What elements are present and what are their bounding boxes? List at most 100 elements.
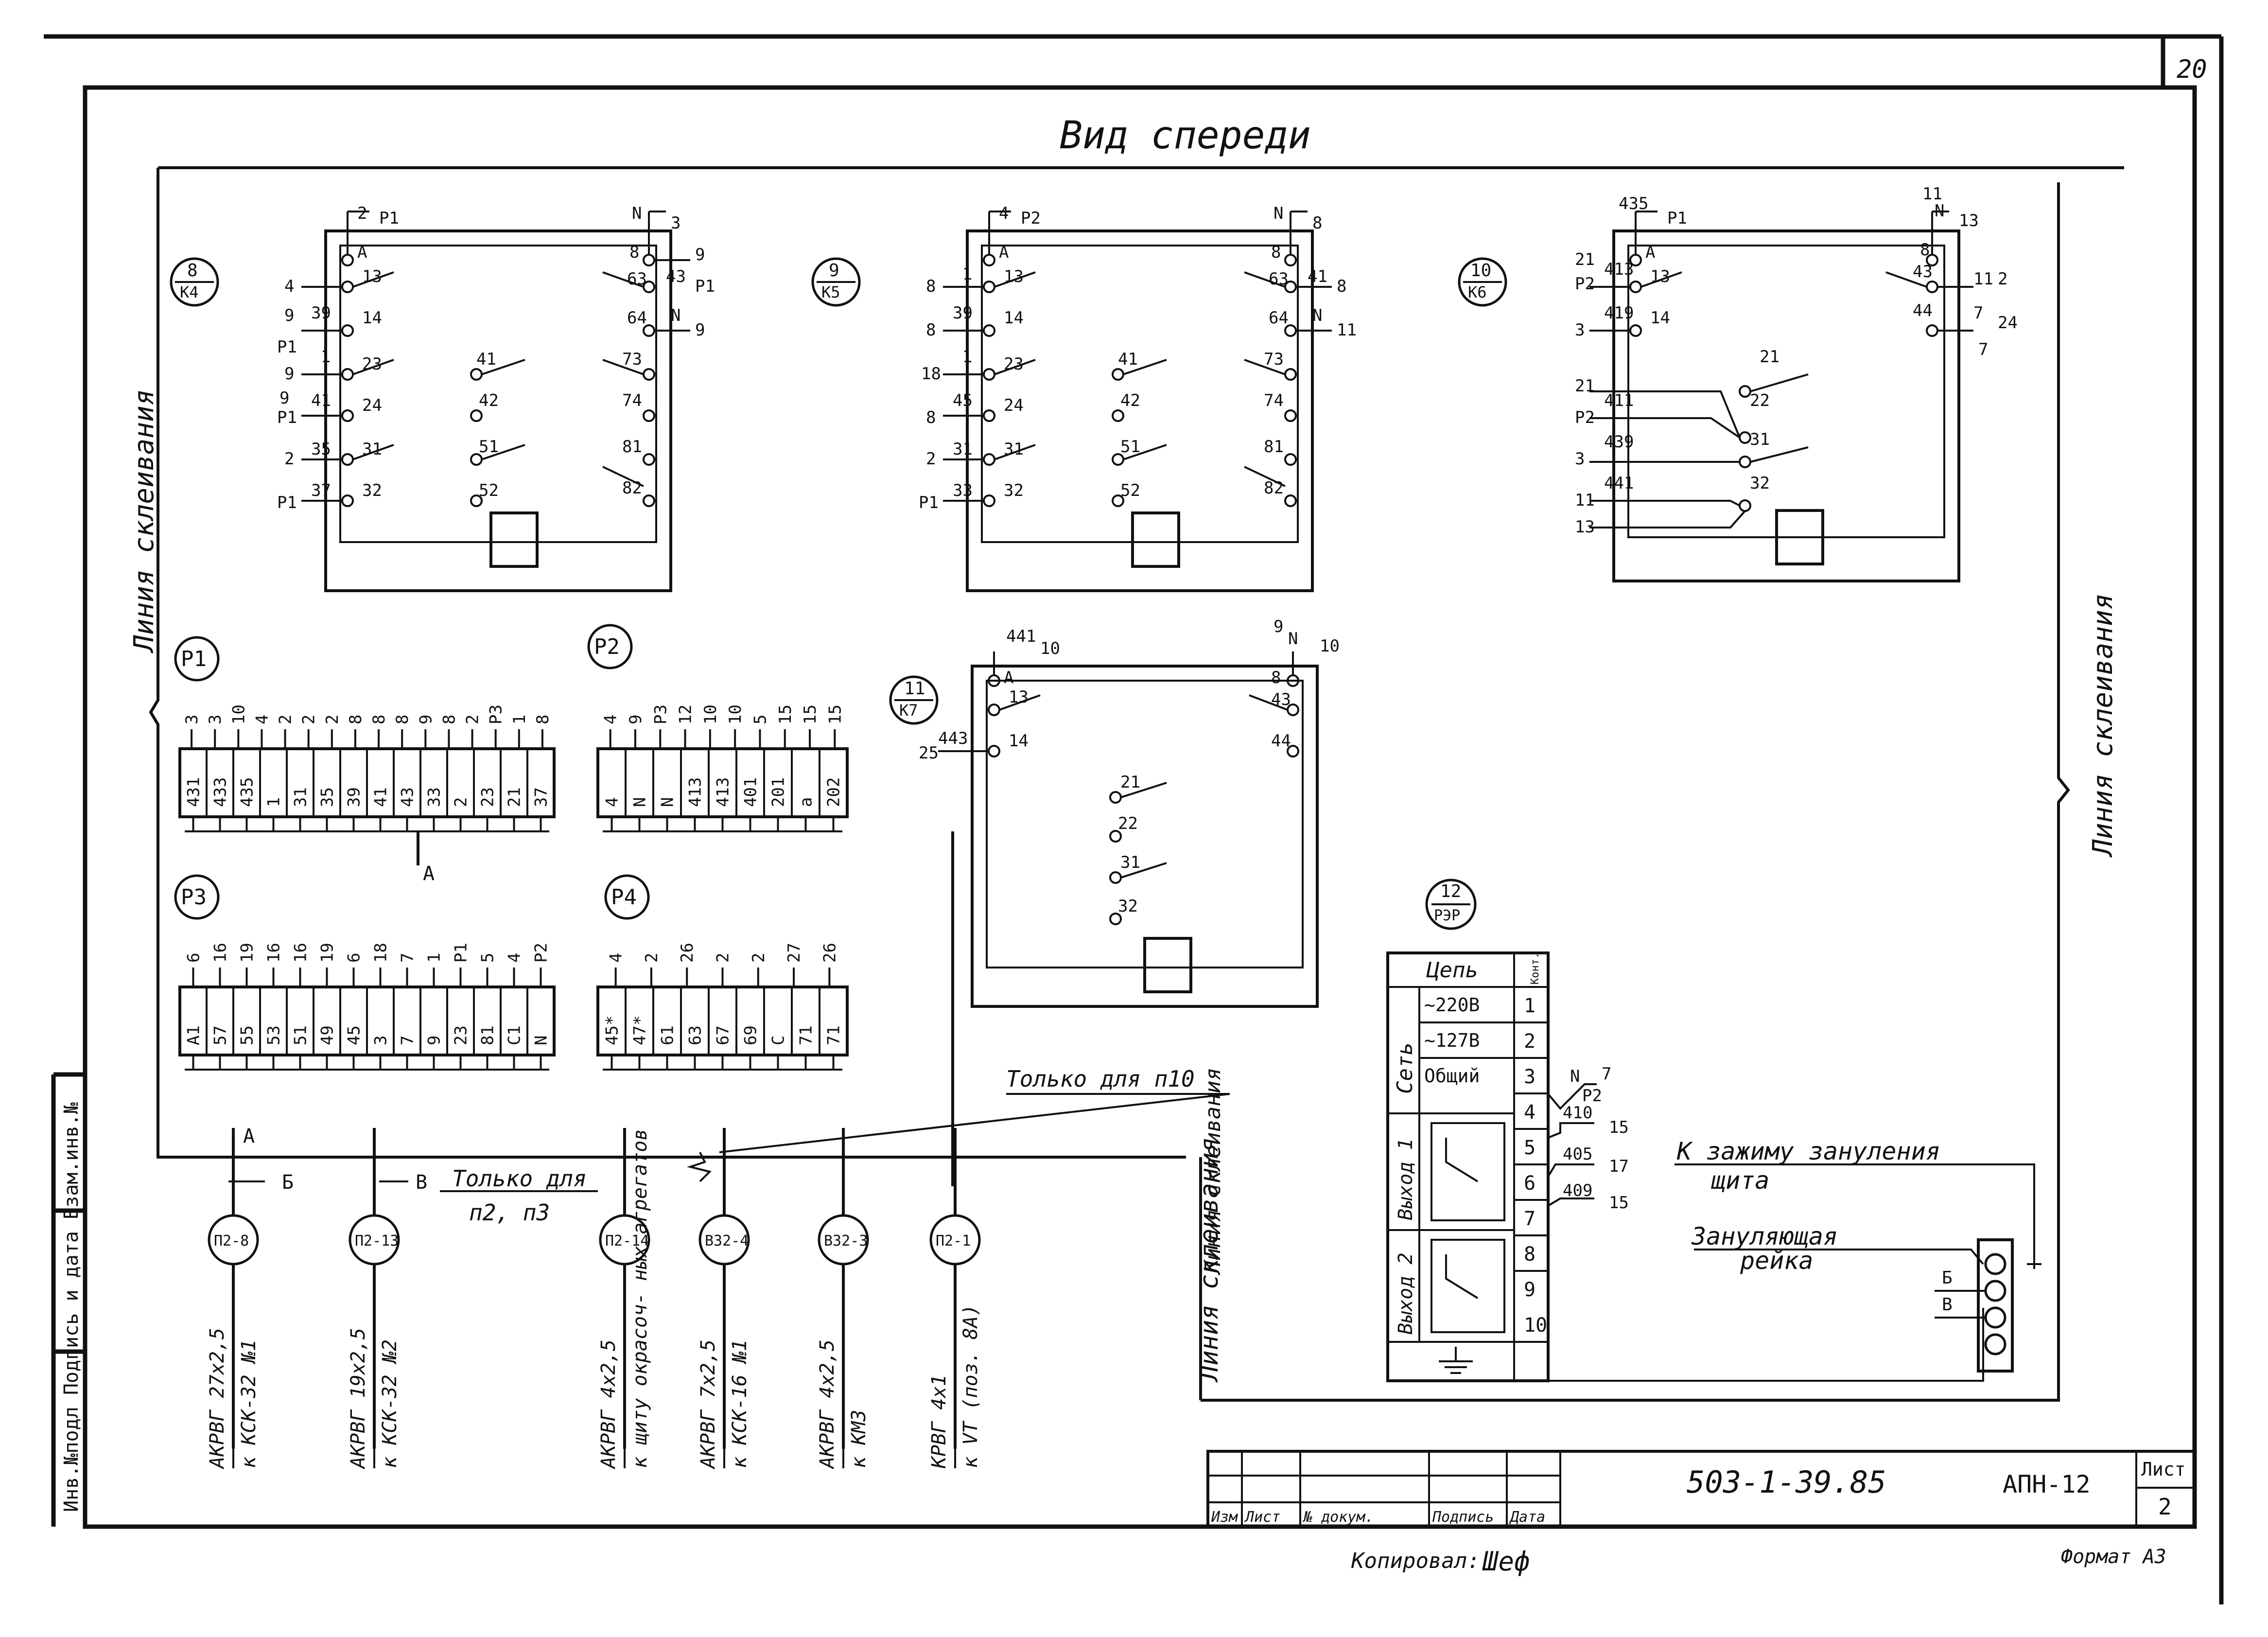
terminal-cell-label: 53 (264, 1025, 284, 1045)
svg-text:411: 411 (1604, 391, 1634, 410)
terminal-top-wire-label: 6 (184, 953, 204, 963)
svg-text:13: 13 (362, 267, 382, 286)
svg-text:14: 14 (1650, 308, 1670, 328)
cable-tag-circle (599, 1214, 650, 1266)
svg-text:11: 11 (1973, 269, 1993, 289)
relay-k7-badge: 11 К7 (889, 675, 939, 725)
svg-text:7: 7 (1973, 303, 1983, 323)
relay-k7-sub: К7 (899, 701, 918, 720)
svg-text:P1: P1 (277, 493, 297, 512)
annotation-mark-v: В (416, 1171, 427, 1194)
svg-text:43: 43 (1913, 262, 1933, 282)
relay-k5-sub: К5 (821, 283, 840, 301)
svg-text:1: 1 (321, 347, 331, 367)
terminal-top-wire-label: 9 (626, 715, 646, 724)
svg-text:74: 74 (622, 391, 642, 410)
block-p2-label: P2 (594, 634, 620, 659)
svg-text:42: 42 (479, 391, 499, 410)
svg-text:22: 22 (1118, 814, 1138, 833)
svg-text:64: 64 (627, 308, 647, 328)
svg-text:41: 41 (1308, 267, 1327, 286)
svg-text:14: 14 (1004, 308, 1024, 328)
block-bus (417, 831, 954, 1186)
terminal-top-wire-label: 19 (318, 943, 337, 963)
sheet-value: 2 (2158, 1494, 2172, 1520)
glue-line-label-right: Линия склеивания (2087, 594, 2119, 858)
rjp-row-label: ~220В (1424, 994, 1480, 1016)
terminal-cell-label: A1 (184, 1025, 204, 1045)
svg-text:3: 3 (1575, 320, 1585, 340)
terminal-top-wire-label: 9 (416, 715, 436, 724)
rjp-row-label: Общий (1424, 1065, 1480, 1087)
glue-line-label-mid: Линия склеивания (1201, 1068, 1225, 1276)
title-header: Лист (1244, 1509, 1280, 1526)
rjp-row-contact: 8 (1524, 1243, 1535, 1266)
terminal-cell-label: 31 (291, 787, 311, 807)
rjp-out2-contact-icon (1431, 1239, 1505, 1333)
terminal-top-wire-label: 7 (398, 953, 418, 963)
svg-text:32: 32 (1118, 897, 1138, 916)
svg-text:405: 405 (1563, 1144, 1592, 1164)
svg-text:11: 11 (1337, 320, 1357, 340)
rail-label-2: рейка (1740, 1247, 1814, 1275)
ground-icon (1439, 1347, 1473, 1374)
svg-text:P1: P1 (277, 337, 297, 357)
cable-destination: к КСК-16 №1 (729, 1339, 751, 1468)
terminal-cell-label: 413 (714, 777, 733, 807)
terminal-cell-label: C1 (505, 1025, 524, 1045)
block-p1-badge: P1 (174, 636, 220, 682)
svg-text:7: 7 (1978, 340, 1988, 359)
svg-text:3: 3 (671, 213, 680, 233)
sheet-frame (44, 34, 2224, 1604)
format-label: Формат А3 (2061, 1546, 2166, 1568)
terminal-top-wire-label: 4 (252, 715, 272, 724)
svg-text:23: 23 (1004, 354, 1024, 374)
svg-text:P2: P2 (1575, 408, 1595, 427)
terminal-top-wire-label: 26 (820, 943, 839, 963)
svg-text:64: 64 (1269, 308, 1289, 328)
terminal-cell-label: 45 (345, 1025, 364, 1045)
relay-k5-badge: 9 К5 (811, 257, 861, 307)
svg-text:P1: P1 (919, 493, 939, 512)
terminal-top-wire-label: P1 (452, 943, 471, 963)
terminal-cell-label: 401 (741, 777, 761, 807)
svg-text:74: 74 (1264, 391, 1284, 410)
terminal-cell-label: 49 (318, 1025, 337, 1045)
svg-text:P2: P2 (1582, 1086, 1602, 1106)
svg-text:14: 14 (1009, 731, 1029, 751)
svg-text:31: 31 (953, 440, 973, 459)
terminal-cell-label: 71 (824, 1025, 844, 1045)
rjp-sub: РЭР (1434, 907, 1460, 924)
svg-text:N: N (1288, 629, 1298, 649)
svg-text:P1: P1 (379, 209, 399, 228)
svg-text:9: 9 (695, 245, 705, 264)
terminal-cell-label: 435 (238, 777, 257, 807)
cable-tag-circle (208, 1214, 259, 1266)
svg-text:21: 21 (1120, 773, 1140, 792)
rjp-row-contact: 1 (1524, 995, 1535, 1017)
terminal-cell-label: 81 (478, 1025, 498, 1045)
terminal-top-wire-label: 4 (607, 953, 626, 963)
terminal-top-wire-label: 2 (323, 715, 342, 724)
bus-label-a: A (423, 863, 435, 885)
terminal-top-wire-label: 10 (229, 704, 248, 724)
svg-text:15: 15 (1609, 1193, 1629, 1213)
svg-text:A: A (1004, 668, 1013, 687)
rjp-row-label: ~127В (1424, 1030, 1480, 1051)
terminal-top-wire-label: 16 (291, 943, 311, 963)
cable-spec: АКРВГ 4х2,5 (597, 1339, 620, 1470)
rjp-id: 12 (1440, 881, 1461, 901)
svg-text:4: 4 (999, 204, 1009, 223)
svg-text:9: 9 (1274, 617, 1283, 636)
relay-k5-id: 9 (829, 261, 839, 281)
terminal-top-wire-label: 3 (182, 715, 202, 724)
svg-text:24: 24 (1998, 313, 2018, 333)
svg-text:N: N (1935, 201, 1944, 221)
terminal-top-wire-label: 19 (238, 943, 257, 963)
svg-text:11: 11 (1922, 184, 1942, 204)
rjp-group-out1: Выход 1 (1395, 1138, 1417, 1220)
grounding (1675, 1163, 2041, 1373)
